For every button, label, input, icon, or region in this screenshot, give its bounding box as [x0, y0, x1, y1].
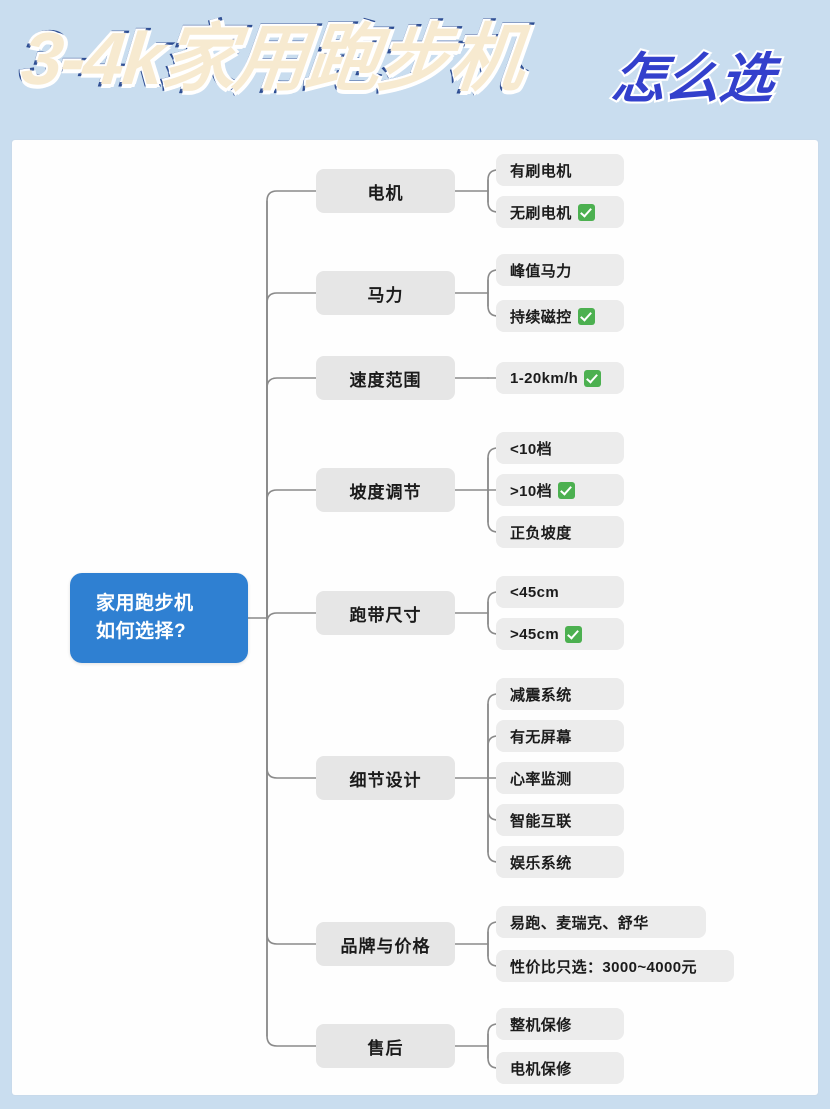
mindmap-leaf-node[interactable]: 持续磁控 — [496, 300, 624, 332]
mindmap-branch-node[interactable]: 售后 — [316, 1024, 455, 1068]
leaf-label: <45cm — [510, 583, 560, 601]
mindmap-branch-node[interactable]: 品牌与价格 — [316, 922, 455, 966]
check-icon — [584, 369, 602, 387]
leaf-label: 娱乐系统 — [510, 854, 572, 872]
mindmap-leaf-node[interactable]: >45cm — [496, 618, 624, 650]
leaf-label: 心率监测 — [510, 770, 572, 788]
mindmap-leaf-node[interactable]: 减震系统 — [496, 678, 624, 710]
branch-label: 电机 — [367, 183, 404, 203]
leaf-label: 易跑、麦瑞克、舒华 — [510, 914, 649, 932]
leaf-label: 有无屏幕 — [510, 728, 572, 746]
mindmap-branch-node[interactable]: 马力 — [316, 271, 455, 315]
leaf-label: 有刷电机 — [510, 162, 572, 180]
mindmap-leaf-node[interactable]: 易跑、麦瑞克、舒华 — [496, 906, 706, 938]
leaf-label: 峰值马力 — [510, 262, 572, 280]
leaf-label: 无刷电机 — [510, 204, 572, 222]
mindmap-branch-node[interactable]: 跑带尺寸 — [316, 591, 455, 635]
mindmap-branch-node[interactable]: 电机 — [316, 169, 455, 213]
mindmap-branch-node[interactable]: 坡度调节 — [316, 468, 455, 512]
leaf-label: >10档 — [510, 482, 553, 500]
leaf-label: 电机保修 — [510, 1060, 572, 1078]
mindmap-leaf-node[interactable]: 无刷电机 — [496, 196, 624, 228]
mindmap-leaf-node[interactable]: 心率监测 — [496, 762, 624, 794]
mindmap-leaf-node[interactable]: 有无屏幕 — [496, 720, 624, 752]
leaf-label: 1-20km/h — [510, 369, 579, 387]
branch-label: 品牌与价格 — [340, 936, 431, 956]
mindmap-leaf-node[interactable]: <10档 — [496, 432, 624, 464]
mindmap-leaf-node[interactable]: <45cm — [496, 576, 624, 608]
mindmap-leaf-node[interactable]: 性价比只选：3000~4000元 — [496, 950, 734, 982]
leaf-label: >45cm — [510, 625, 560, 643]
branch-label: 售后 — [367, 1038, 404, 1058]
check-icon — [565, 625, 583, 643]
page-title: 3-4k家用跑步机 — [15, 15, 529, 103]
mindmap-branch-node[interactable]: 速度范围 — [316, 356, 455, 400]
branch-label: 细节设计 — [349, 770, 422, 790]
banner: 3-4k家用跑步机 怎么选 — [0, 0, 830, 140]
check-icon — [577, 203, 595, 221]
mindmap-root-node[interactable]: 家用跑步机如何选择? — [70, 573, 248, 663]
mindmap-leaf-node[interactable]: 峰值马力 — [496, 254, 624, 286]
leaf-label: 性价比只选：3000~4000元 — [510, 958, 697, 976]
root-label-line2: 如何选择? — [96, 621, 187, 642]
mindmap-leaf-node[interactable]: >10档 — [496, 474, 624, 506]
branch-label: 坡度调节 — [349, 482, 422, 502]
mindmap-card: 家用跑步机如何选择? 电机 有刷电机无刷电机马力 峰值马力持续磁控速度范围 1-20km… — [12, 140, 818, 1095]
leaf-label: <10档 — [510, 440, 553, 458]
mindmap-leaf-node[interactable]: 整机保修 — [496, 1008, 624, 1040]
mindmap-branch-node[interactable]: 细节设计 — [316, 756, 455, 800]
branch-label: 跑带尺寸 — [349, 605, 422, 625]
mindmap-leaf-node[interactable]: 娱乐系统 — [496, 846, 624, 878]
mindmap-leaf-node[interactable]: 正负坡度 — [496, 516, 624, 548]
check-icon — [558, 481, 576, 499]
mindmap-leaf-node[interactable]: 1-20km/h — [496, 362, 624, 394]
leaf-label: 智能互联 — [510, 812, 572, 830]
leaf-label: 减震系统 — [510, 686, 572, 704]
branch-label: 速度范围 — [349, 370, 422, 390]
mindmap: 家用跑步机如何选择? 电机 有刷电机无刷电机马力 峰值马力持续磁控速度范围 1-20km… — [12, 140, 818, 1095]
mindmap-leaf-node[interactable]: 智能互联 — [496, 804, 624, 836]
leaf-label: 正负坡度 — [510, 524, 572, 542]
leaf-label: 整机保修 — [510, 1016, 572, 1034]
leaf-label: 持续磁控 — [510, 308, 572, 326]
page-subtitle: 怎么选 — [607, 47, 779, 111]
mindmap-leaf-node[interactable]: 电机保修 — [496, 1052, 624, 1084]
mindmap-leaf-node[interactable]: 有刷电机 — [496, 154, 624, 186]
check-icon — [577, 307, 595, 325]
root-label-line1: 家用跑步机 — [96, 593, 194, 615]
branch-label: 马力 — [367, 285, 404, 305]
